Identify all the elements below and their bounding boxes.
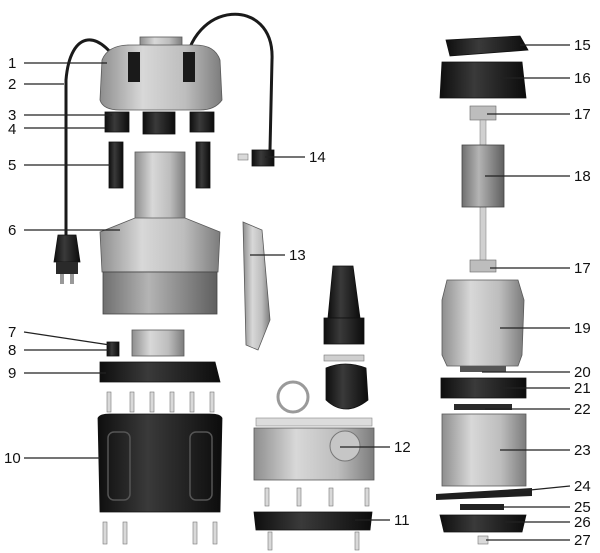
part-label-14: 14 <box>309 149 326 166</box>
small-washer <box>460 504 504 510</box>
cable-sleeve-left <box>108 141 124 189</box>
part-label-17-bottom: 17 <box>574 260 591 277</box>
part-label-16: 16 <box>574 70 591 87</box>
part-label-2: 2 <box>8 76 16 93</box>
rotor-shaft <box>461 119 505 271</box>
cable-sleeve-right <box>195 141 211 189</box>
impeller-plate <box>253 511 373 531</box>
part-label-23: 23 <box>574 442 591 459</box>
part-label-6: 6 <box>8 222 16 239</box>
spacer-disc <box>436 488 532 500</box>
part-label-11: 11 <box>394 512 410 529</box>
stator <box>441 279 525 367</box>
part-label-22: 22 <box>574 401 591 418</box>
part-label-20: 20 <box>574 364 591 381</box>
bearing-bottom <box>469 259 497 273</box>
part-label-24: 24 <box>574 478 591 495</box>
screws-row-bottom-middle <box>267 531 360 551</box>
mechanical-seal <box>440 377 527 399</box>
washer <box>454 404 512 410</box>
screws-row-9-10 <box>106 391 215 413</box>
motor-housing <box>99 151 221 315</box>
o-ring <box>276 380 310 414</box>
part-label-27: 27 <box>574 532 591 549</box>
part-label-17-top: 17 <box>574 106 591 123</box>
part-label-1: 1 <box>8 55 16 72</box>
part-label-19: 19 <box>574 320 591 337</box>
part-label-7: 7 <box>8 324 16 341</box>
top-cover <box>99 36 223 111</box>
motor-cover-cup <box>439 61 527 99</box>
top-cap <box>445 35 529 57</box>
screws-row-middle <box>264 487 370 507</box>
part-label-8: 8 <box>8 342 16 359</box>
pump-base-housing <box>97 413 223 513</box>
part-number-labels: 1 2 3 4 5 6 7 8 9 10 11 12 13 14 15 16 1… <box>4 37 591 549</box>
base-plate <box>99 361 221 383</box>
part-label-4: 4 <box>8 121 16 138</box>
float-switch <box>237 149 275 167</box>
part-label-13: 13 <box>289 247 306 264</box>
part-label-25: 25 <box>574 499 591 516</box>
part-label-10: 10 <box>4 450 21 467</box>
pump-chamber <box>253 417 375 481</box>
capacitor <box>131 329 185 357</box>
part-label-3: 3 <box>8 107 16 124</box>
part-label-18: 18 <box>574 168 591 185</box>
hose-connector <box>323 265 369 410</box>
side-plate <box>242 221 271 351</box>
leader-lines <box>23 44 571 541</box>
capacitor-clip <box>106 341 120 357</box>
impeller <box>439 514 527 533</box>
screws-row-bottom-left <box>102 521 218 545</box>
seal-ring <box>460 366 506 372</box>
cable-glands <box>104 111 215 135</box>
part-label-15: 15 <box>574 37 591 54</box>
power-plug <box>53 234 81 284</box>
part-label-5: 5 <box>8 157 16 174</box>
bearing-top <box>469 105 497 121</box>
part-label-26: 26 <box>574 514 591 531</box>
part-label-21: 21 <box>574 380 591 397</box>
part-label-12: 12 <box>394 439 411 456</box>
part-label-9: 9 <box>8 365 16 382</box>
